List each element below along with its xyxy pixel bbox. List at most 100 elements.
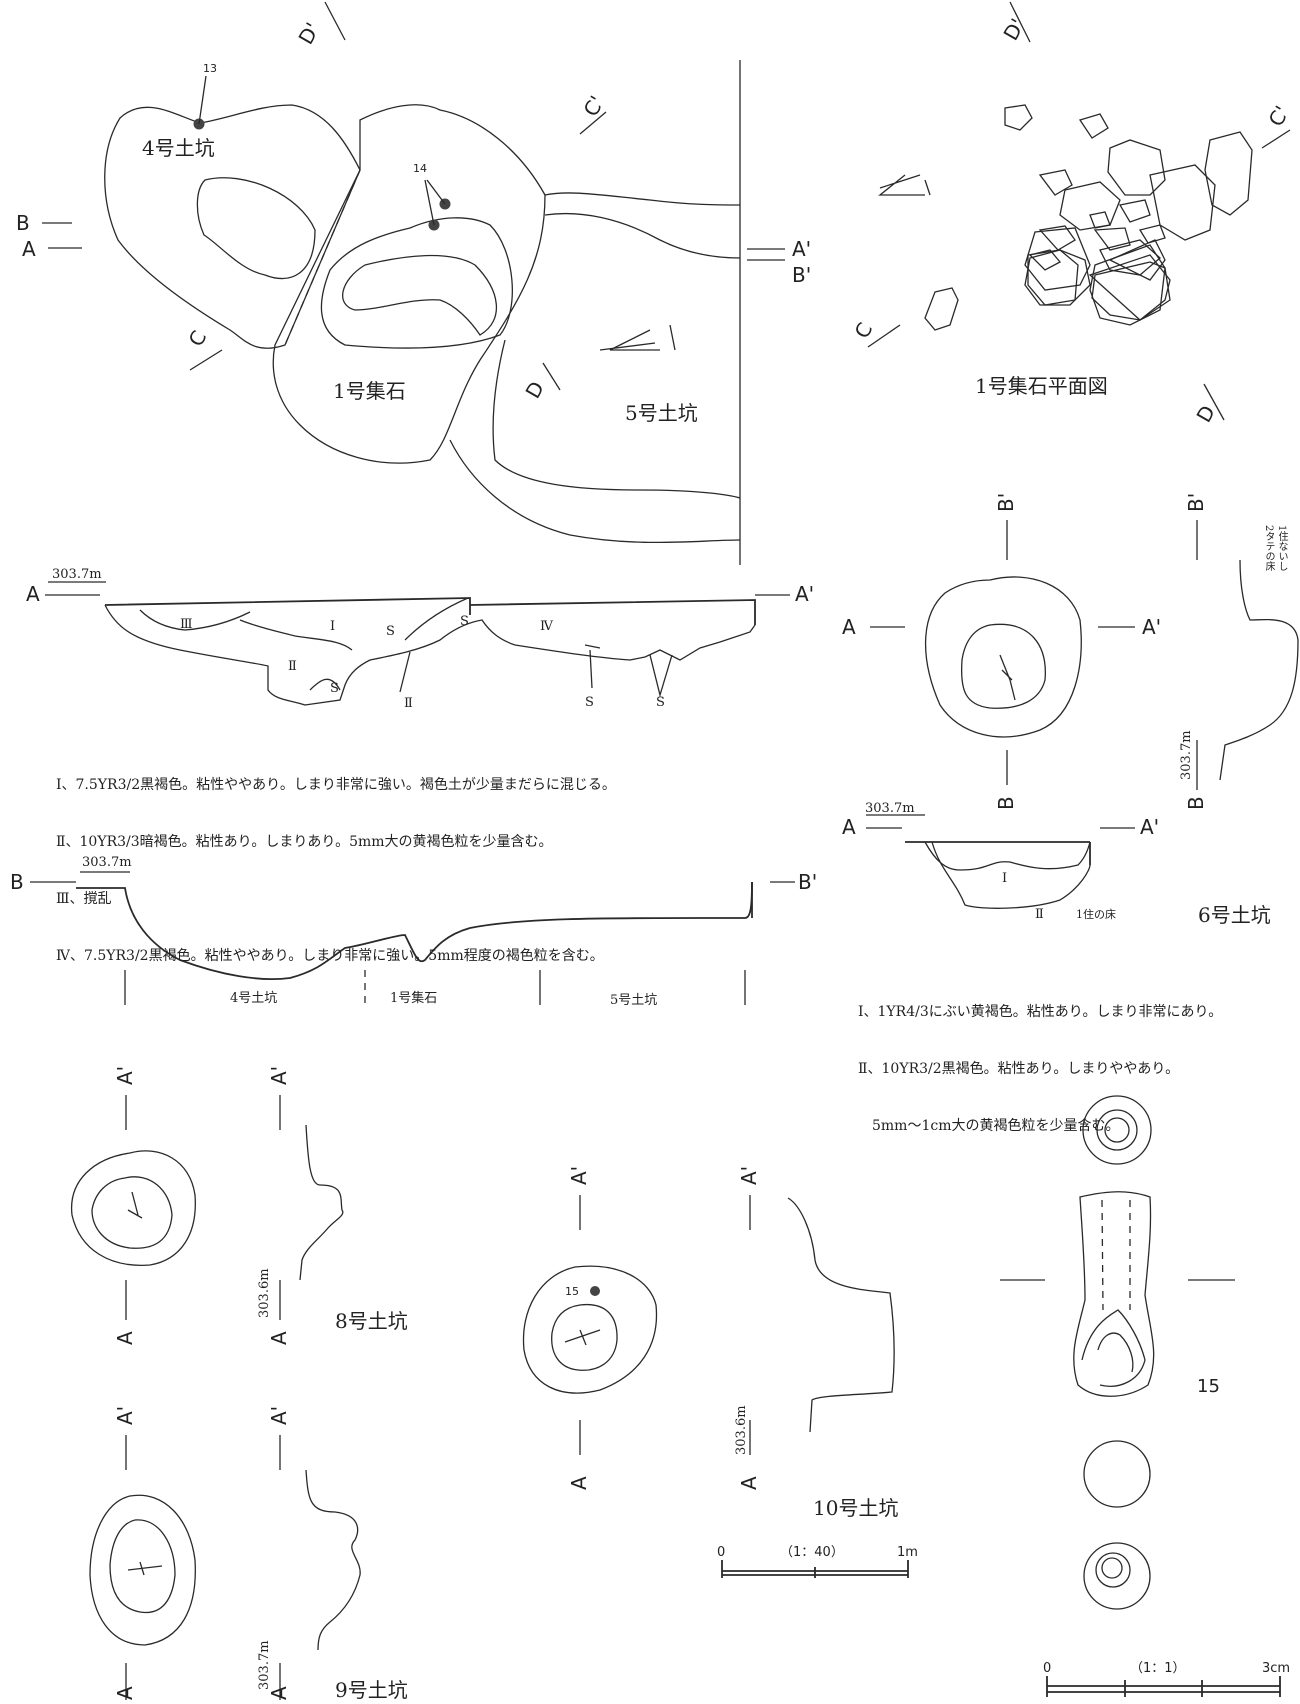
AA-layer-S-d: S	[585, 695, 594, 710]
pit4-outline	[104, 104, 361, 349]
pit9-drawing	[89, 1435, 361, 1700]
note-line: Ⅱ、10YR3/3暗褐色。粘性あり。しまりあり。5mm大の黄褐色粒を少量含む。	[56, 834, 553, 850]
pit6-layer-I: Ⅰ	[1002, 871, 1007, 886]
pit10-label: 10号土坑	[813, 1496, 898, 1520]
pit8-side-A-prime: A'	[267, 1066, 291, 1085]
pit4-inner	[196, 177, 316, 280]
BB-point-B-prime-label: B'	[798, 870, 817, 894]
find-14-label: 14	[413, 162, 427, 175]
AA-layer-S-c: S	[460, 614, 469, 629]
plan-point-D-prime-label: D'	[999, 14, 1030, 44]
find-15-dot	[590, 1286, 600, 1296]
pit8-point-A: A	[113, 1331, 137, 1345]
BB-pit5-label: 5号土坑	[610, 993, 657, 1008]
pit6-side-B-prime: B'	[1184, 493, 1208, 512]
plan-point-C-label: C	[850, 318, 878, 342]
note-line: Ⅲ、撹乱	[56, 891, 112, 907]
pit6-section-A: A	[842, 815, 856, 839]
pit6-section-elevation: 303.7m	[865, 801, 915, 816]
pit6-layer-II: Ⅱ	[1035, 907, 1044, 922]
north-mark	[599, 324, 676, 351]
pit6-point-A-prime: A'	[1142, 615, 1161, 639]
pit6-section-A-prime: A'	[1140, 815, 1159, 839]
pit8-drawing	[71, 1095, 344, 1320]
AA-layer-II-a: Ⅱ	[288, 659, 297, 674]
pit10-point-A-prime: A'	[567, 1166, 591, 1185]
AA-layer-S-b: S	[386, 624, 395, 639]
AA-point-A-label: A	[26, 582, 40, 606]
scale1-end: 3cm	[1262, 1661, 1290, 1676]
scale40-ratio: （1：40）	[780, 1545, 844, 1560]
pit5-label: 5号土坑	[625, 401, 698, 425]
point-A-label: A	[22, 237, 36, 261]
pit8-point-A-prime: A'	[113, 1066, 137, 1085]
AA-layer-S-e: S	[656, 695, 665, 710]
point-C-prime-label: C'	[579, 92, 610, 121]
main-plan	[42, 1, 785, 565]
artifact15-drawing	[1000, 1095, 1281, 1697]
pit10-elevation: 303.6m	[734, 1405, 749, 1455]
stones1-label: 1号集石	[333, 379, 406, 403]
pit6-drawing	[866, 520, 1299, 909]
point-A-prime-label: A'	[792, 237, 811, 261]
note-line: Ⅰ、1YR4/3にぶい黄褐色。粘性あり。しまり非常にあり。	[858, 1004, 1223, 1020]
BB-point-B-label: B	[10, 870, 24, 894]
pit8-side-A: A	[267, 1331, 291, 1345]
point-C-label: C	[184, 326, 212, 350]
note-line: Ⅱ、10YR3/2黒褐色。粘性あり。しまりややあり。	[858, 1061, 1180, 1077]
note-line: Ⅳ、7.5YR3/2黒褐色。粘性ややあり。しまり非常に強い。5mm程度の褐色粒を…	[56, 948, 604, 964]
point-B-label: B	[16, 211, 30, 235]
AA-layer-II-b: Ⅱ	[404, 696, 413, 711]
pit9-point-A: A	[113, 1686, 137, 1700]
pit6-floor-label: 1住の床	[1076, 907, 1116, 921]
stones1-plan-drawing	[867, 1, 1291, 421]
point-D-label: D	[521, 377, 549, 402]
pit6-notes: Ⅰ、1YR4/3にぶい黄褐色。粘性あり。しまり非常にあり。 Ⅱ、10YR3/2黒…	[858, 965, 1222, 1155]
section-AA-notes: Ⅰ、7.5YR3/2黒褐色。粘性ややあり。しまり非常に強い。褐色土が少量まだらに…	[56, 738, 616, 985]
pit10-side-A: A	[737, 1476, 761, 1490]
stones1-ring	[320, 217, 513, 349]
scale1-start: 0	[1043, 1661, 1051, 1676]
section-BB-drawing	[30, 871, 795, 1005]
note-line: Ⅰ、7.5YR3/2黒褐色。粘性ややあり。しまり非常に強い。褐色土が少量まだらに…	[56, 777, 616, 793]
pit10-point-A: A	[567, 1476, 591, 1490]
pit10-side-A-prime: A'	[737, 1166, 761, 1185]
AA-layer-I: Ⅰ	[330, 619, 335, 634]
pit9-label: 9号土坑	[335, 1678, 408, 1702]
artifact15-label: 15	[1197, 1376, 1220, 1397]
AA-layer-III: Ⅲ	[180, 617, 193, 632]
pit6-point-B-prime-top: B'	[994, 493, 1018, 512]
pit8-elevation: 303.6m	[257, 1268, 272, 1318]
find-15-label: 15	[565, 1285, 579, 1298]
pit6-side-B: B	[1184, 796, 1208, 810]
pit9-elevation: 303.7m	[257, 1640, 272, 1690]
pit4-label: 4号土坑	[142, 136, 215, 160]
stones1-outline	[272, 104, 546, 464]
BB-elevation-label: 303.7m	[82, 855, 132, 870]
plan-point-C-prime-label: C'	[1264, 102, 1295, 131]
stones1-plan-label: 1号集石平面図	[975, 374, 1108, 398]
pit6-side-note: 1住ないし 2タテの床	[1263, 525, 1287, 572]
pit6-label: 6号土坑	[1198, 903, 1271, 927]
scale40-start: 0	[717, 1545, 725, 1560]
pit4-boundary-dashed	[284, 169, 361, 346]
pit10-drawing	[522, 1195, 909, 1578]
pit9-point-A-prime: A'	[113, 1406, 137, 1425]
stones1-inner	[342, 254, 497, 336]
AA-elevation-label: 303.7m	[52, 567, 102, 582]
BB-pit4-label: 4号土坑	[230, 991, 277, 1006]
AA-layer-S-a: S	[330, 681, 339, 696]
point-B-prime-label: B'	[792, 263, 811, 287]
pit6-side-elevation: 303.7m	[1179, 730, 1194, 780]
scale1-ratio: （1：1）	[1130, 1661, 1186, 1676]
find-13-label: 13	[203, 62, 217, 75]
pit6-point-A: A	[842, 615, 856, 639]
BB-stones1-label: 1号集石	[390, 990, 437, 1006]
AA-layer-IV: Ⅳ	[540, 619, 554, 634]
pit6-point-B-bottom: B	[994, 796, 1018, 810]
note-line: 5mm～1cm大の黄褐色粒を少量含む。	[858, 1118, 1120, 1134]
section-AA-drawing	[45, 581, 790, 706]
pit9-side-A-prime: A'	[267, 1406, 291, 1425]
pit9-side-A: A	[267, 1686, 291, 1700]
